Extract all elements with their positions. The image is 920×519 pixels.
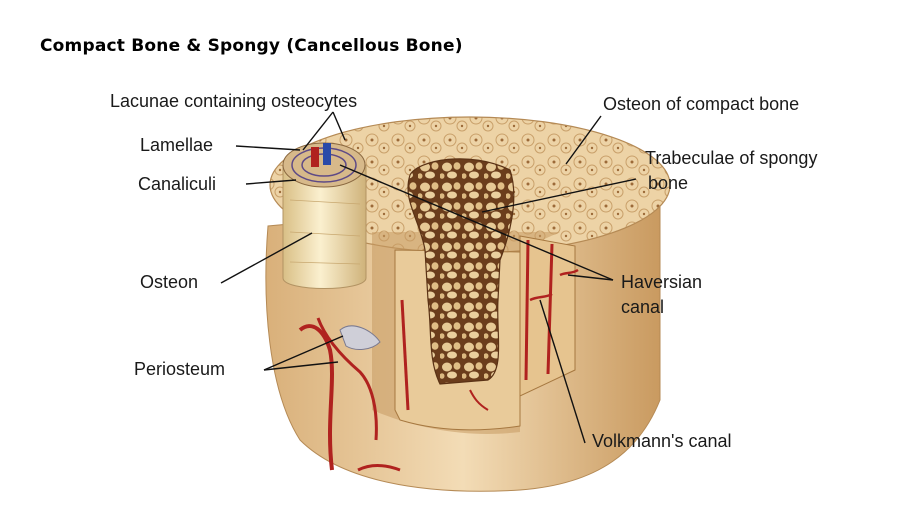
label-periosteum: Periosteum <box>134 359 226 379</box>
label-canaliculi: Canaliculi <box>138 174 217 194</box>
diagram-title: Compact Bone & Spongy (Cancellous Bone) <box>40 36 463 56</box>
label-lacunae: Lacunae containing osteocytes <box>110 91 358 111</box>
outer-artery <box>298 324 334 471</box>
osteon-artery <box>311 147 319 167</box>
osteon-cylinder <box>282 164 367 289</box>
label-osteon-compact-bone: Osteon of compact bone <box>603 94 800 114</box>
volkmann-vessel-2 <box>559 268 579 277</box>
osteon-vein <box>323 143 331 165</box>
haversian-vessel-3 <box>400 299 410 411</box>
label-trabeculae-line2: bone <box>648 173 689 193</box>
compact-bone-section <box>519 235 576 397</box>
leader-lines <box>220 111 637 444</box>
outer-artery-2 <box>316 317 378 441</box>
label-osteon: Osteon <box>140 272 199 292</box>
haversian-vessel-2 <box>546 243 554 375</box>
periosteum-layer <box>339 325 381 350</box>
label-volkmanns-canal: Volkmann's canal <box>592 431 732 451</box>
label-haversian-line2: canal <box>621 297 665 317</box>
haversian-vessel-1 <box>524 239 530 381</box>
label-haversian-line1: Haversian <box>621 272 703 292</box>
label-trabeculae-line1: Trabeculae of spongy <box>645 148 818 168</box>
spongy-bone-region <box>407 158 515 385</box>
label-lamellae: Lamellae <box>140 135 214 155</box>
volkmann-vessel <box>529 292 553 302</box>
